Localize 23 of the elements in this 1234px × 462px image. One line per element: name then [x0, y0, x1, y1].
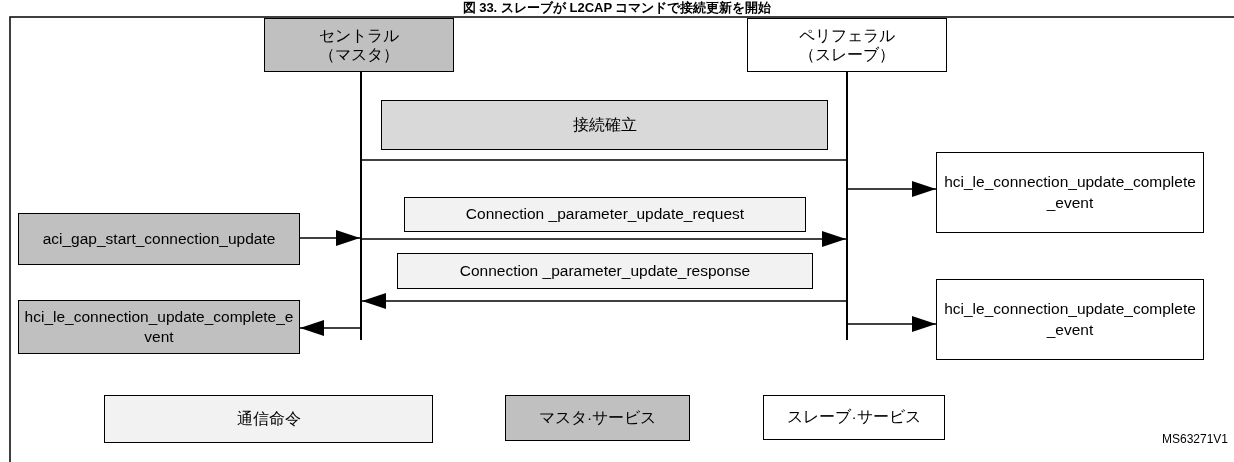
- legend-box: スレーブ·サービス: [763, 395, 945, 440]
- title: 図 33. スレーブが L2CAP コマンドで接続更新を開始: [461, 0, 773, 15]
- legend-box: マスタ·サービス: [505, 395, 690, 441]
- participant-box: ペリフェラル（スレーブ）: [747, 18, 947, 72]
- connector-line: [361, 159, 847, 161]
- event-box: hci_le_connection_update_complete_event: [936, 279, 1204, 360]
- arrow: [361, 231, 847, 247]
- arrow: [847, 316, 937, 332]
- message-label-box: Connection _parameter_update_response: [397, 253, 813, 289]
- arrow: [299, 320, 361, 336]
- legend-box: 通信命令: [104, 395, 433, 443]
- message-label-box: Connection _parameter_update_request: [404, 197, 806, 232]
- arrow: [299, 230, 361, 246]
- event-box: hci_le_connection_update_complete_event: [18, 300, 300, 354]
- participant-box: セントラル（マスタ）: [264, 18, 454, 72]
- command-box: aci_gap_start_connection_update: [18, 213, 300, 265]
- lifeline: [846, 72, 848, 340]
- arrow: [361, 293, 847, 309]
- message-label-box: 接続確立: [381, 100, 828, 150]
- figure-id: MS63271V1: [1160, 432, 1228, 446]
- arrow: [847, 181, 937, 197]
- event-box: hci_le_connection_update_complete_event: [936, 152, 1204, 233]
- lifeline: [360, 72, 362, 340]
